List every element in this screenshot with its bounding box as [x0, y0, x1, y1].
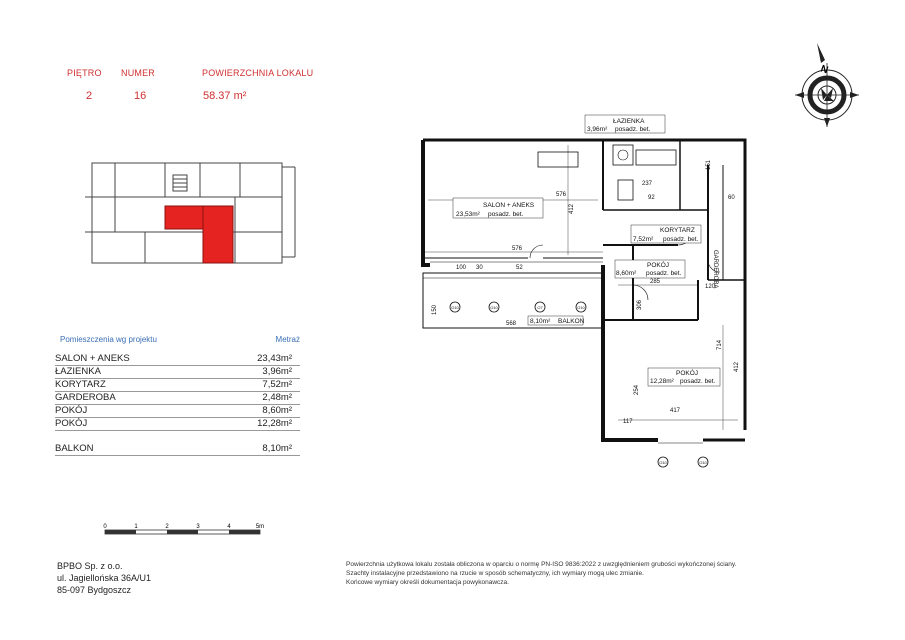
compass-icon: N: [795, 43, 859, 127]
dim-label: 412: [734, 361, 740, 372]
grid-marker: O10: [490, 305, 498, 310]
room-name: GARDEROBA: [55, 392, 116, 403]
grid-marker: O10: [659, 460, 667, 465]
room-area: 23,43m²: [257, 353, 292, 364]
dim-label: 285: [650, 279, 661, 285]
rooms-col-area: Metraż: [275, 335, 300, 344]
room-row: POKÓJ 12,28m²: [55, 417, 300, 431]
company-street: ul. Jagiellońska 36A/U1: [57, 573, 152, 583]
scale-bar: 0 1 2 3 4 5m: [103, 524, 264, 535]
room-name: SALON + ANEKS: [55, 353, 130, 364]
pokoj2-floor: posadz. bet.: [680, 378, 716, 385]
note-line: Końcowe wymiary określi dokumentacja pow…: [346, 579, 509, 586]
scale-tick: 0: [103, 524, 107, 530]
korytarz-area: 7,52m²: [633, 236, 654, 243]
grid-marker: O10: [577, 305, 585, 310]
company-city: 85-097 Bydgoszcz: [57, 585, 132, 595]
dim-label: 576: [556, 192, 567, 198]
dim-label: 100: [456, 265, 467, 271]
room-row: GARDEROBA 2,48m²: [55, 391, 300, 405]
balcony-name: BALKON: [55, 443, 94, 454]
room-row: SALON + ANEKS 23,43m²: [55, 352, 300, 366]
key-plan: [85, 162, 296, 264]
dim-label: 117: [623, 419, 633, 425]
room-name: POKÓJ: [55, 405, 88, 416]
salon-area: 23,53m²: [456, 211, 481, 218]
dim-label: 52: [516, 265, 523, 271]
room-area: 7,52m²: [262, 379, 292, 390]
note-line: Powierzchnia użytkowa lokalu została obl…: [346, 561, 737, 568]
dim-label: 417: [670, 408, 681, 414]
dim-label: 576: [512, 246, 523, 252]
balkon-label: BALKON: [558, 318, 585, 325]
company-name: BPBO Sp. z o.o.: [57, 561, 123, 571]
room-area: 8,60m²: [262, 405, 292, 416]
grid-marker: O10: [699, 460, 707, 465]
room-name: ŁAZIENKA: [55, 366, 101, 377]
korytarz-label: KORYTARZ: [660, 227, 695, 234]
notes-block: Powierzchnia użytkowa lokalu została obl…: [346, 560, 736, 587]
dim-label: 60: [728, 195, 735, 201]
room-name: KORYTARZ: [55, 379, 106, 390]
dim-label: 306: [637, 299, 643, 310]
room-area: 3,96m²: [262, 366, 292, 377]
balcony-row: BALKON 8,10m²: [55, 442, 300, 456]
dim-label: 92: [648, 195, 655, 201]
scale-tick: 1: [134, 524, 138, 530]
room-row: ŁAZIENKA 3,96m²: [55, 365, 300, 379]
garderoba-label: GARDEROBA: [712, 250, 718, 288]
dim-label: 568: [506, 321, 517, 327]
area-value: 58.37 m²: [203, 90, 247, 102]
room-row: POKÓJ 8,60m²: [55, 404, 300, 418]
lazienka-area: 3,96m²: [587, 126, 608, 133]
room-row: KORYTARZ 7,52m²: [55, 378, 300, 392]
area-label: POWIERZCHNIA LOKALU: [202, 68, 314, 78]
dim-label: 714: [717, 339, 723, 350]
pokoj2-label: POKÓJ: [676, 368, 698, 377]
dim-label: 30: [476, 265, 483, 271]
grid-marker: O10: [451, 305, 459, 310]
floor-plan: O10 O10 O7 O10 O10 O10 ŁAZIENKA 3,96m² p…: [421, 114, 747, 468]
dim-label: 237: [642, 181, 653, 187]
scale-tick: 5m: [256, 524, 264, 530]
svg-text:N: N: [819, 63, 830, 76]
scale-tick: 4: [227, 524, 231, 530]
note-line: Szachty instalacyjne przedstawiono na rz…: [346, 570, 644, 577]
salon-floor: posadz. bet.: [488, 211, 524, 218]
apartment-highlight: [164, 205, 234, 264]
dim-label: 412: [569, 203, 575, 214]
lazienka-floor: posadz. bet.: [615, 126, 651, 133]
korytarz-floor: posadz. bet.: [663, 236, 699, 243]
balcony-area: 8,10m²: [262, 443, 292, 454]
scale-tick: 3: [196, 524, 200, 530]
room-name: POKÓJ: [55, 418, 88, 429]
dim-label: 150: [432, 304, 438, 315]
floor-label: PIĘTRO: [67, 68, 102, 78]
scale-tick: 2: [165, 524, 169, 530]
dim-label: 120: [705, 284, 716, 290]
pokoj1-area: 8,60m²: [616, 270, 637, 277]
floor-value: 2: [86, 90, 93, 102]
balkon-area: 8,10m²: [530, 318, 551, 325]
dim-label: 151: [706, 159, 712, 170]
pokoj1-label: POKÓJ: [647, 260, 669, 269]
company-block: BPBO Sp. z o.o. ul. Jagiellońska 36A/U1 …: [57, 560, 151, 596]
salon-label: SALON + ANEKS: [483, 202, 535, 209]
rooms-col-name: Pomieszczenia wg projektu: [60, 335, 157, 344]
grid-marker: O7: [537, 305, 543, 310]
lazienka-label: ŁAZIENKA: [613, 118, 645, 125]
pokoj1-floor: posadz. bet.: [646, 270, 682, 277]
number-value: 16: [134, 90, 147, 102]
number-label: NUMER: [121, 68, 155, 78]
dim-label: 254: [634, 384, 640, 395]
room-area: 2,48m²: [262, 392, 292, 403]
room-area: 12,28m²: [257, 418, 292, 429]
pokoj2-area: 12,28m²: [650, 378, 675, 385]
